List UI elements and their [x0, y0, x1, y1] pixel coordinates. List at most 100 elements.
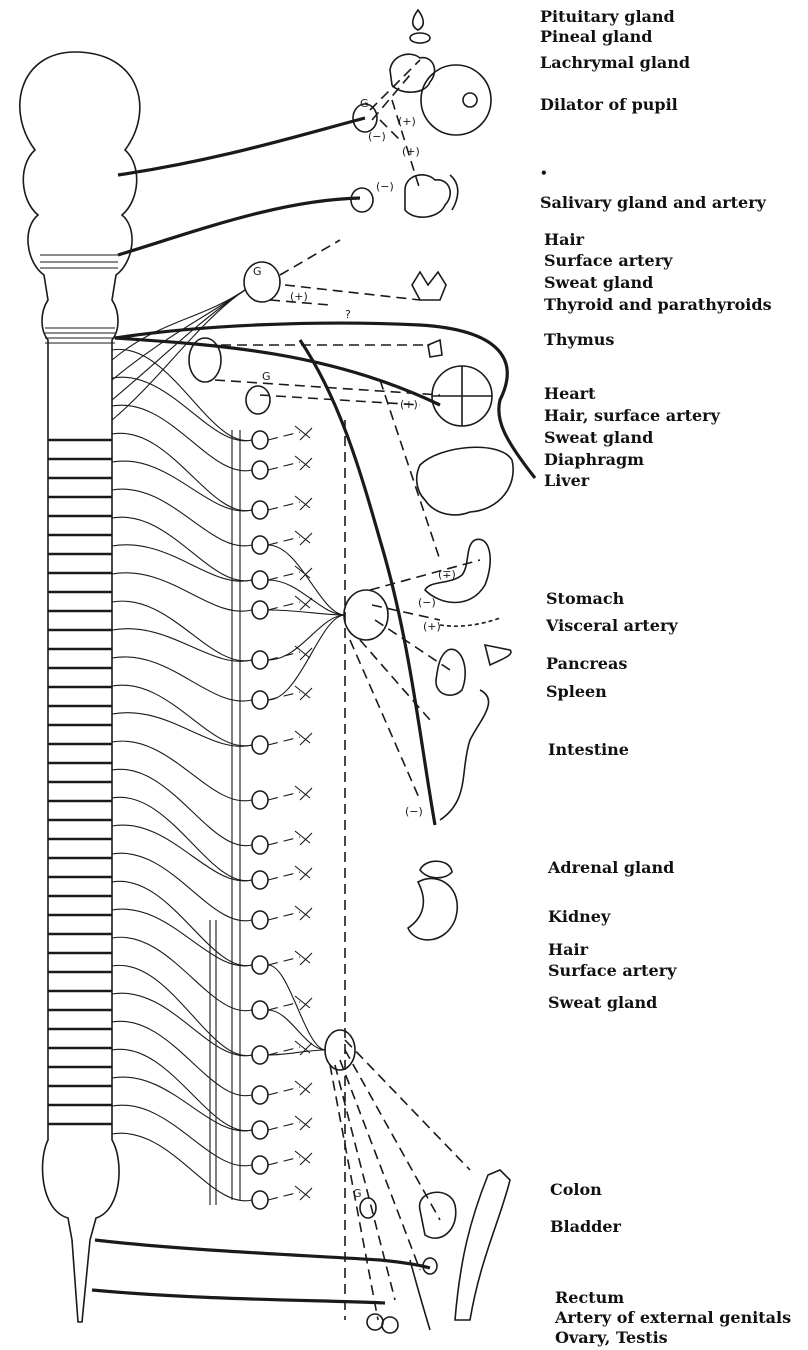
sign-question: ?: [345, 308, 351, 321]
upper-ganglia: [189, 104, 388, 1070]
label-lachrymal-gland: Lachrymal gland: [540, 53, 690, 73]
cervical-nerve-0: [112, 290, 245, 360]
pineal-organ: [410, 33, 430, 43]
chain-ganglion-19: [252, 1191, 268, 1209]
sign-plus-2: (+): [402, 145, 420, 158]
spinal-nerve-16: [112, 797, 252, 880]
liver-organ: [417, 447, 513, 515]
spinal-nerve-21: [112, 937, 252, 1011]
spinal-segments: [48, 440, 112, 1124]
chain-hatch-9: [295, 786, 312, 800]
pancreas-organ: [485, 645, 511, 665]
spleen-organ: [436, 649, 465, 695]
sympathetic-chain: [210, 426, 312, 1209]
chain-hatch-8: [295, 731, 312, 745]
chain-hatch-1: [295, 456, 312, 470]
intestine-organ: [440, 690, 489, 820]
sign-minus-3: (−): [418, 596, 436, 609]
chain-hatch-19: [295, 1186, 312, 1200]
ganglion-coeliac: [344, 590, 388, 640]
ganglion-otic: [351, 188, 373, 212]
label-liver: Liver: [544, 471, 589, 491]
chain-ganglion-18: [252, 1156, 268, 1174]
spinal-nerve-3: [112, 433, 252, 510]
ganglion-inferior-mesenteric: [325, 1030, 355, 1070]
label-bullet: •: [540, 163, 548, 183]
label-intestine: Intestine: [548, 740, 629, 760]
sign-plus-minus: (∓): [438, 568, 456, 581]
spinal-nerve-25: [112, 1049, 252, 1130]
chain-branch-10: [268, 837, 300, 845]
rectum-organ: [410, 1260, 430, 1330]
label-hair-surface-artery: Hair, surface artery: [544, 406, 720, 426]
spinal-nerve-26: [112, 1077, 252, 1131]
chain-hatch-11: [295, 866, 312, 880]
chain-ganglion-8: [252, 736, 268, 754]
adrenal-organ: [420, 861, 452, 878]
spinal-nerve-22: [112, 965, 252, 1055]
spinal-nerve-12: [112, 685, 252, 746]
colon-organ: [455, 1170, 510, 1320]
lachrymal-organ: [390, 54, 435, 92]
chain-ganglion-17: [252, 1121, 268, 1139]
label-salivary-gland: Salivary gland and artery: [540, 193, 766, 213]
eye-organ: [421, 65, 491, 135]
label-rectum: Rectum: [555, 1288, 624, 1308]
bladder-organ: [420, 1192, 456, 1238]
chain-ganglion-16: [252, 1086, 268, 1104]
chain-ganglion-4: [252, 571, 268, 589]
chain-ganglion-13: [252, 956, 268, 974]
thyroid-organ: [412, 272, 446, 300]
spinal-nerve-18: [112, 853, 252, 921]
sign-minus-4: (−): [405, 805, 423, 818]
chain-hatch-7: [295, 686, 312, 700]
chain-ganglion-10: [252, 836, 268, 854]
cranial-nerves: [92, 118, 535, 1303]
sign-minus-2: (−): [376, 180, 394, 193]
label-kidney: Kidney: [548, 907, 610, 927]
label-adrenal-gland: Adrenal gland: [548, 858, 674, 878]
spinal-nerve-13: [112, 713, 252, 747]
ganglion-superior-cervical: [244, 262, 280, 302]
sign-plus-3: (+): [290, 290, 308, 303]
mesenteric-nerve-1: [268, 1010, 326, 1050]
stomach-organ: [425, 539, 490, 602]
chain-ganglion-5: [252, 601, 268, 619]
label-g-inferior-cervical: G: [262, 370, 271, 383]
chain-hatch-6: [295, 646, 312, 660]
label-g-ciliary: G: [360, 97, 369, 110]
chain-hatch-3: [295, 531, 312, 545]
chain-ganglion-2: [252, 501, 268, 519]
spinal-nerve-6: [112, 517, 252, 581]
chain-hatch-18: [295, 1151, 312, 1165]
pituitary-organ: [413, 10, 424, 30]
spinal-nerve-15: [112, 769, 252, 845]
chain-hatch-16: [295, 1081, 312, 1095]
chain-ganglion-3: [252, 536, 268, 554]
spinal-nerve-11: [112, 657, 252, 701]
chain-ganglion-11: [252, 871, 268, 889]
chain-hatch-12: [295, 906, 312, 920]
sign-minus-1: (−): [368, 130, 386, 143]
chain-branch-1: [268, 462, 300, 470]
spinal-nerve-7: [112, 545, 252, 581]
chain-branch-8: [268, 737, 300, 745]
chain-hatch-13: [295, 951, 312, 965]
chain-branch-6: [268, 652, 300, 660]
chain-branch-11: [268, 872, 300, 880]
chain-ganglion-12: [252, 911, 268, 929]
chain-branch-13: [268, 957, 300, 965]
chain-ganglion-15: [252, 1046, 268, 1064]
label-sweat-gland-2: Sweat gland: [544, 428, 653, 448]
chain-ganglion-14: [252, 1001, 268, 1019]
label-sweat-gland-1: Sweat gland: [544, 273, 653, 293]
label-colon: Colon: [550, 1180, 602, 1200]
chain-hatch-2: [295, 496, 312, 510]
label-g-superior-cervical: G: [253, 265, 262, 278]
chain-branch-16: [268, 1087, 300, 1095]
spinal-nerve-1: [112, 377, 252, 441]
label-thymus: Thymus: [544, 330, 614, 350]
label-bladder: Bladder: [550, 1217, 621, 1237]
chain-branch-18: [268, 1157, 300, 1165]
label-stomach: Stomach: [546, 589, 624, 609]
